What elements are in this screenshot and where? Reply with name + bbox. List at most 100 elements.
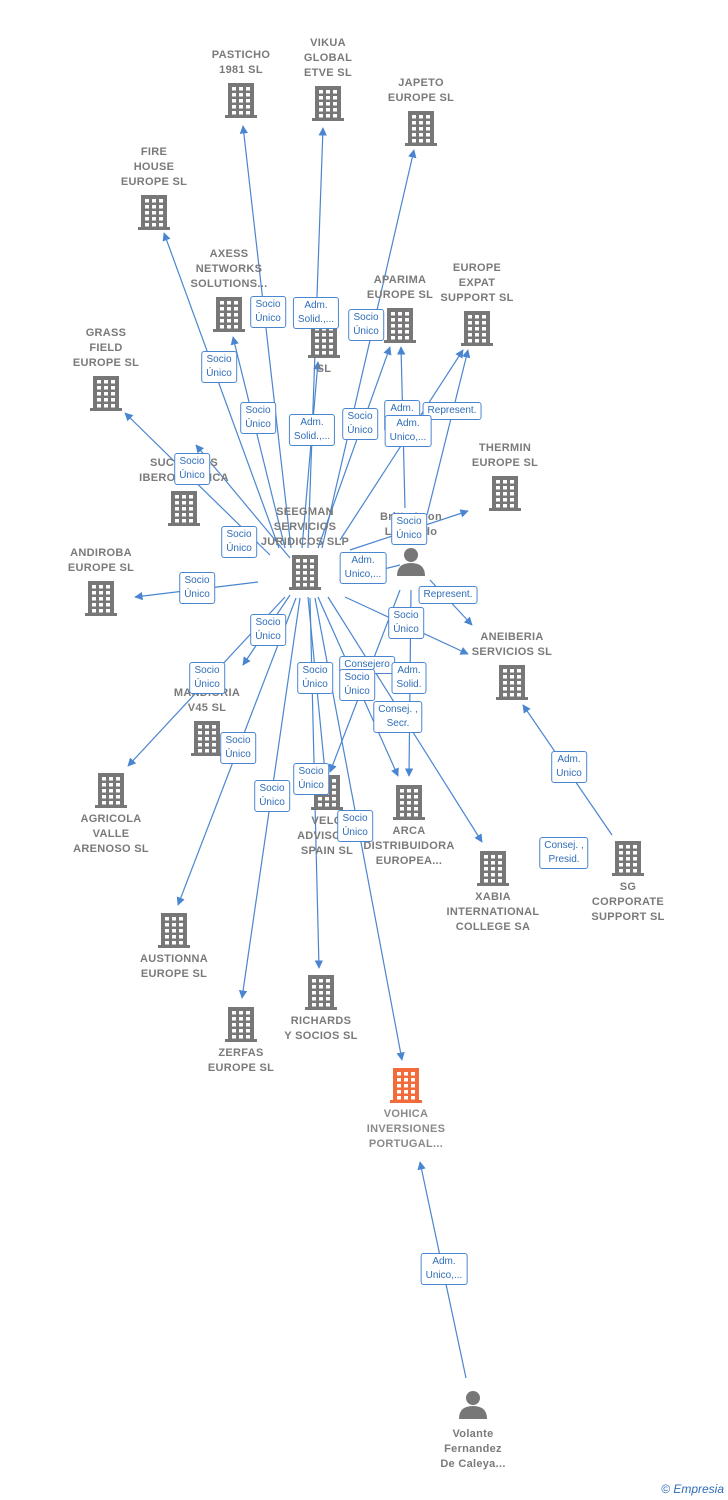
- edge-seegman-to-axess: [230, 336, 286, 549]
- building-icon-xabia[interactable]: [477, 851, 509, 886]
- relation-badge-seegman-japeto[interactable]: Socio Único: [348, 309, 384, 341]
- node-label-grassfield: GRASS FIELD EUROPE SL: [72, 327, 140, 369]
- node-label-sgcorporate: SG CORPORATE SUPPORT SL: [591, 881, 665, 923]
- node-label-xabia: XABIA INTERNATIONAL COLLEGE SA: [446, 891, 540, 933]
- edge-seegman-to-firehouse: [162, 232, 280, 549]
- edge-seegman-to-japeto: [321, 149, 417, 549]
- building-icon-pasticho[interactable]: [225, 83, 257, 118]
- building-icon-europeexpat[interactable]: [461, 311, 493, 346]
- node-europeexpat[interactable]: EUROPE EXPAT SUPPORT SL: [422, 261, 532, 306]
- relation-badge-seegman-arca[interactable]: Socio Único: [339, 669, 375, 701]
- building-icon-austionna[interactable]: [158, 913, 190, 948]
- person-icon-britto[interactable]: [397, 548, 425, 576]
- node-firehouse[interactable]: FIRE HOUSE EUROPE SL: [99, 145, 209, 190]
- relation-badge-volante-vohica[interactable]: Adm. Unico,...: [420, 1253, 468, 1285]
- relation-badge-seegman-sucregas[interactable]: Socio Único: [221, 526, 257, 558]
- building-icon-aneiberia[interactable]: [496, 665, 528, 700]
- relation-badge-seegman-axess[interactable]: Socio Único: [240, 402, 276, 434]
- node-axess[interactable]: AXESS NETWORKS SOLUTIONS...: [174, 247, 284, 292]
- node-richards[interactable]: RICHARDS Y SOCIOS SL: [266, 1014, 376, 1044]
- building-icon-aparima[interactable]: [384, 308, 416, 343]
- building-icon-japeto[interactable]: [405, 111, 437, 146]
- relation-badge-seegman-mandioria[interactable]: Socio Único: [250, 614, 286, 646]
- node-vikua[interactable]: VIKUA GLOBAL ETVE SL: [273, 36, 383, 81]
- relation-badge-seegman-zerfas[interactable]: Socio Único: [293, 763, 329, 795]
- relation-badge-seegman-aparima[interactable]: Socio Único: [342, 408, 378, 440]
- node-seegman[interactable]: SEEGMAN SERVICIOS JURIDICOS SLP: [250, 505, 360, 550]
- node-thermin[interactable]: THERMIN EUROPE SL: [450, 441, 560, 471]
- empresia-credit[interactable]: © Empresia: [661, 1482, 724, 1496]
- node-label-europeexpat: EUROPE EXPAT SUPPORT SL: [440, 262, 514, 304]
- building-icon-axess[interactable]: [213, 297, 245, 332]
- edge-seegman-to-partial_sl: [301, 361, 322, 549]
- node-volante[interactable]: Volante Fernandez De Caleya...: [418, 1427, 528, 1472]
- relation-badge-seegman-agricola[interactable]: Socio Único: [189, 662, 225, 694]
- relation-badge-seegman-vikua[interactable]: Adm. Solid.,...: [292, 297, 340, 329]
- node-vohica[interactable]: VOHICA INVERSIONES PORTUGAL...: [351, 1107, 461, 1152]
- building-icon-thermin[interactable]: [489, 476, 521, 511]
- building-icon-grassfield[interactable]: [90, 376, 122, 411]
- relation-badge-seegman-xabia[interactable]: Consej. , Secr.: [373, 701, 423, 733]
- building-icon-sucregas[interactable]: [168, 491, 200, 526]
- node-austionna[interactable]: AUSTIONNA EUROPE SL: [119, 952, 229, 982]
- relation-badge-seegman-partial_sl[interactable]: Adm. Solid.,...: [288, 414, 336, 446]
- relation-badge-britto-aneiberia[interactable]: Represent.: [418, 586, 478, 604]
- node-andiroba[interactable]: ANDIROBA EUROPE SL: [46, 546, 156, 576]
- relation-badge-seegman-pasticho[interactable]: Socio Único: [250, 296, 286, 328]
- copyright-icon: ©: [661, 1482, 670, 1496]
- node-arca[interactable]: ARCA DISTRIBUIDORA EUROPEA...: [354, 824, 464, 869]
- node-label-austionna: AUSTIONNA EUROPE SL: [139, 953, 209, 980]
- edge-seegman-to-aparima: [317, 346, 392, 549]
- relation-badge-seegman-thermin[interactable]: Socio Único: [391, 513, 427, 545]
- relation-badge-seegman-aneiberia[interactable]: Socio Único: [388, 607, 424, 639]
- node-pasticho[interactable]: PASTICHO 1981 SL: [186, 48, 296, 78]
- node-label-japeto: JAPETO EUROPE SL: [387, 77, 455, 104]
- building-icon-richards[interactable]: [305, 975, 337, 1010]
- relation-badge-seegman-velo[interactable]: Socio Único: [297, 662, 333, 694]
- relation-badge-seegman-richards[interactable]: Socio Único: [254, 780, 290, 812]
- relation-badge-britto-europeexpat[interactable]: Represent.: [422, 402, 482, 420]
- node-label-aneiberia: ANEIBERIA SERVICIOS SL: [471, 631, 553, 658]
- relation-badge-seegman-andiroba[interactable]: Socio Único: [179, 572, 215, 604]
- node-label-volante: Volante Fernandez De Caleya...: [440, 1428, 506, 1470]
- building-icon-vohica[interactable]: [390, 1068, 422, 1103]
- node-partial_sl[interactable]: SL: [269, 362, 379, 377]
- node-label-axess: AXESS NETWORKS SOLUTIONS...: [190, 248, 268, 290]
- building-icon-mandioria[interactable]: [191, 721, 223, 756]
- building-icon-vikua[interactable]: [312, 86, 344, 121]
- building-icon-seegman[interactable]: [289, 555, 321, 590]
- node-japeto[interactable]: JAPETO EUROPE SL: [366, 76, 476, 106]
- relation-badge-britto-arca[interactable]: Adm. Solid.: [391, 662, 427, 694]
- node-agricola[interactable]: AGRICOLA VALLE ARENOSO SL: [56, 812, 166, 857]
- node-label-andiroba: ANDIROBA EUROPE SL: [67, 547, 135, 574]
- relation-badge-seegman-grassfield[interactable]: Socio Único: [174, 453, 210, 485]
- building-icon-firehouse[interactable]: [138, 195, 170, 230]
- building-icon-sgcorporate[interactable]: [612, 841, 644, 876]
- edge-seegman-to-pasticho: [239, 125, 292, 549]
- node-label-agricola: AGRICOLA VALLE ARENOSO SL: [73, 813, 149, 855]
- relation-badge-seegman-firehouse[interactable]: Socio Único: [201, 351, 237, 383]
- relation-badge-seegman-austionna[interactable]: Socio Único: [220, 732, 256, 764]
- node-label-vohica: VOHICA INVERSIONES PORTUGAL...: [366, 1108, 446, 1150]
- node-sgcorporate[interactable]: SG CORPORATE SUPPORT SL: [573, 880, 683, 925]
- node-zerfas[interactable]: ZERFAS EUROPE SL: [186, 1046, 296, 1076]
- person-icon-volante[interactable]: [459, 1391, 487, 1419]
- building-icon-arca[interactable]: [393, 785, 425, 820]
- edge-seegman-to-sucregas: [195, 444, 291, 559]
- relation-badge-seegman-vohica[interactable]: Socio Único: [337, 810, 373, 842]
- building-icon-zerfas[interactable]: [225, 1007, 257, 1042]
- node-aparima[interactable]: APARIMA EUROPE SL: [345, 273, 455, 303]
- node-xabia[interactable]: XABIA INTERNATIONAL COLLEGE SA: [438, 890, 548, 935]
- node-label-seegman: SEEGMAN SERVICIOS JURIDICOS SLP: [260, 506, 350, 548]
- node-label-richards: RICHARDS Y SOCIOS SL: [284, 1015, 358, 1042]
- building-icon-andiroba[interactable]: [85, 581, 117, 616]
- relation-badge-seegman-europeexpat[interactable]: Adm. Unico,...: [384, 415, 432, 447]
- relation-badge-sgcorporate-aneiberia[interactable]: Adm. Unico: [551, 751, 587, 783]
- building-icon-agricola[interactable]: [95, 773, 127, 808]
- node-aneiberia[interactable]: ANEIBERIA SERVICIOS SL: [457, 630, 567, 660]
- node-label-firehouse: FIRE HOUSE EUROPE SL: [120, 146, 188, 188]
- relation-badge-sgcorporate-sgcorporate[interactable]: Consej. , Presid.: [539, 837, 589, 869]
- node-grassfield[interactable]: GRASS FIELD EUROPE SL: [51, 326, 161, 371]
- relation-badge-britto-seegman[interactable]: Adm. Unico,...: [339, 552, 387, 584]
